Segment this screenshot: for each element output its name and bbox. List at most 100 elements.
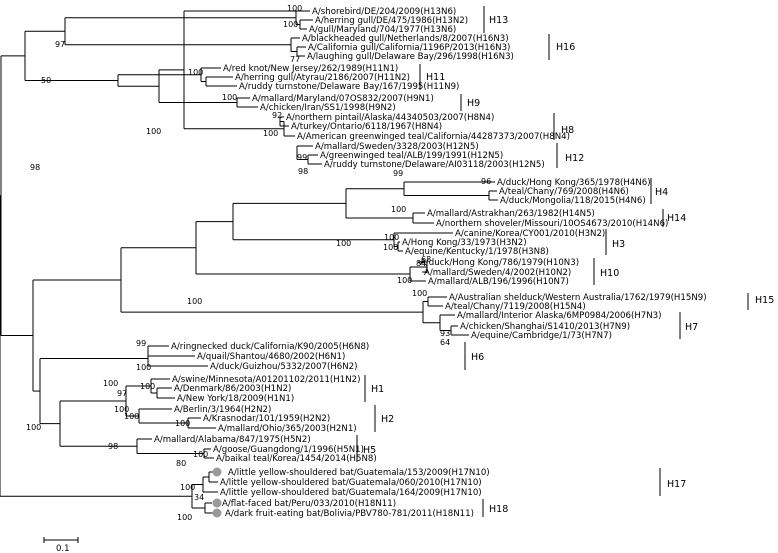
taxon-label: A/duck/Guizhou/5332/2007(H6N2): [210, 362, 358, 372]
taxon-label: A/little yellow-shouldered bat/Guatemala…: [220, 488, 482, 498]
bootstrap-value: 100: [103, 379, 118, 388]
bat-markers: [212, 467, 222, 518]
taxon-label: A/ruddy turnstone/Delaware Bay/167/1995(…: [239, 82, 459, 92]
group-label: H4: [655, 187, 668, 198]
group-label: H9: [467, 98, 480, 109]
bootstrap-value: 64: [440, 338, 450, 347]
taxon-label: A/turkey/Ontario/6118/1967(H8N4): [291, 122, 442, 132]
bootstrap-value: 100: [124, 412, 139, 421]
bootstrap-value: 100: [140, 382, 155, 391]
taxon-label: A/mallard/Interior Alaska/6MP0984/2006(H…: [457, 311, 662, 321]
bootstrap-value: 100: [287, 4, 302, 13]
group-label: H16: [556, 42, 575, 53]
bootstrap-value: 93: [440, 329, 450, 338]
bootstrap-value: 100: [384, 233, 399, 242]
bootstrap-value: 84: [416, 259, 426, 268]
bootstrap-value: 100: [175, 419, 190, 428]
bootstrap-value: 99: [136, 339, 146, 348]
bootstrap-value: 98: [30, 163, 40, 172]
bootstrap-value: 100: [222, 93, 237, 102]
taxon-label: A/blackheaded gull/Netherlands/8/2007(H1…: [302, 34, 509, 44]
bootstrap-value: 92: [272, 111, 282, 120]
group-label: H17: [667, 479, 686, 490]
group-label: H2: [381, 414, 394, 425]
bootstrap-value: 99: [297, 153, 307, 162]
group-label: H3: [612, 239, 625, 250]
taxon-labels: A/shorebird/DE/204/2009(H13N6)A/herring …: [154, 7, 707, 519]
taxon-label: A/equine/Kentucky/1/1978(H3N8): [405, 247, 549, 257]
taxon-label: A/ruddy turnstone/Delaware/AI03118/2003(…: [324, 160, 545, 170]
taxon-label: A/herring gull/Atyrau/2186/2007(H11N2): [235, 73, 410, 83]
bat-marker-dot: [212, 508, 222, 518]
bootstrap-value: 97: [117, 389, 127, 398]
bootstrap-values: 1001007797100501009210098100999896991001…: [26, 4, 491, 522]
bootstrap-value: 99: [393, 169, 403, 178]
taxon-label: A/mallard/Ohio/365/2003(H2N1): [218, 424, 357, 434]
group-label: H15: [755, 295, 774, 306]
taxon-label: A/herring gull/DE/475/1986(H13N2): [315, 16, 468, 26]
bootstrap-value: 96: [481, 177, 491, 186]
scale-bar: 0.1: [43, 537, 79, 553]
taxon-label: A/equine/Cambridge/1/73(H7N7): [471, 331, 612, 341]
taxon-label: A/mallard/Maryland/07OS832/2007(H9N1): [252, 94, 434, 104]
bootstrap-value: 50: [41, 76, 51, 85]
bootstrap-value: 100: [283, 20, 298, 29]
taxon-label: A/mallard/Sweden/3328/2003(H12N5): [315, 142, 479, 152]
taxon-label: A/little yellow-shouldered bat/Guatemala…: [220, 478, 482, 488]
taxon-label: A/American greenwinged teal/California/4…: [297, 132, 570, 142]
taxon-label: A/Australian shelduck/Western Australia/…: [449, 293, 707, 303]
taxon-label: A/mallard/Astrakhan/263/1982(H14N5): [427, 209, 595, 219]
bootstrap-value: 100: [177, 513, 192, 522]
group-label: H7: [685, 322, 698, 333]
taxon-label: A/little yellow-shouldered bat/Guatemala…: [228, 468, 490, 478]
bootstrap-value: 98: [108, 442, 118, 451]
taxon-label: A/duck/Hong Kong/786/1979(H10N3): [420, 258, 579, 268]
group-label: H10: [600, 268, 619, 279]
taxon-label: A/New York/18/2009(H1N1): [177, 394, 294, 404]
taxon-label: A/Hong Kong/33/1973(H3N2): [402, 238, 527, 248]
group-label: H18: [489, 504, 508, 515]
taxon-label: A/Berlin/3/1964(H2N2): [174, 405, 271, 415]
bootstrap-value: 100: [188, 68, 203, 77]
taxon-label: A/laughing gull/Delaware Bay/296/1998(H1…: [307, 52, 514, 62]
taxon-label: A/goose/Guangdong/1/1996(H5N1): [213, 445, 364, 455]
taxon-label: A/greenwinged teal/ALB/199/1991(H12N5): [320, 151, 503, 161]
group-label: H1: [371, 384, 384, 395]
taxon-label: A/chicken/Iran/SS1/1998(H9N2): [260, 103, 396, 113]
taxon-label: A/duck/Mongolia/118/2015(H4N6): [500, 196, 646, 206]
taxon-label: A/mallard/Sweden/4/2002(H10N2): [424, 268, 571, 278]
taxon-label: A/quail/Shantou/4680/2002(H6N1): [197, 352, 345, 362]
taxon-label: A/northern pintail/Alaska/44340503/2007(…: [286, 113, 494, 123]
bootstrap-value: 100: [114, 405, 129, 414]
group-label: H14: [667, 213, 686, 224]
bootstrap-value: 100: [391, 205, 406, 214]
bootstrap-value: 34: [194, 493, 204, 502]
taxon-label: A/California gull/California/1196P/2013(…: [308, 43, 510, 53]
scale-bar-label: 0.1: [56, 544, 70, 553]
taxon-label: A/Krasnodar/101/1959(H2N2): [203, 414, 330, 424]
bootstrap-value: 98: [298, 167, 308, 176]
taxon-label: A/mallard/Alabama/847/1975(H5N2): [154, 435, 311, 445]
bootstrap-value: 100: [26, 423, 41, 432]
bootstrap-value: 100: [193, 450, 208, 459]
group-label: H12: [565, 153, 584, 164]
taxon-label: A/canine/Korea/CY001/2010(H3N2): [455, 229, 605, 239]
taxon-label: A/chicken/Shanghai/S1410/2013(H7N9): [460, 322, 630, 332]
taxon-label: A/swine/Minnesota/A01201102/2011(H1N2): [172, 375, 360, 385]
bootstrap-value: 100: [336, 239, 351, 248]
bootstrap-value: 100: [187, 297, 202, 306]
bootstrap-value: 100: [146, 127, 161, 136]
taxon-label: A/teal/Chany/769/2008(H4N6): [499, 187, 629, 197]
bootstrap-value: 80: [176, 459, 186, 468]
taxon-label: A/flat-faced bat/Peru/033/2010(H18N11): [222, 499, 396, 509]
bootstrap-value: 100: [397, 276, 412, 285]
bat-marker-dot: [212, 498, 222, 508]
group-label: H6: [471, 352, 484, 363]
taxon-label: A/mallard/ALB/196/1996(H10N7): [428, 277, 569, 287]
taxon-label: A/Denmark/86/2003(H1N2): [174, 384, 291, 394]
bootstrap-value: 77: [290, 55, 300, 64]
group-label: H11: [426, 72, 445, 83]
subtype-groups: H13H16H11H9H8H12H4H14H3H10H15H7H6H1H2H5H…: [356, 6, 774, 517]
taxon-label: A/ringnecked duck/California/K90/2005(H6…: [171, 342, 369, 352]
